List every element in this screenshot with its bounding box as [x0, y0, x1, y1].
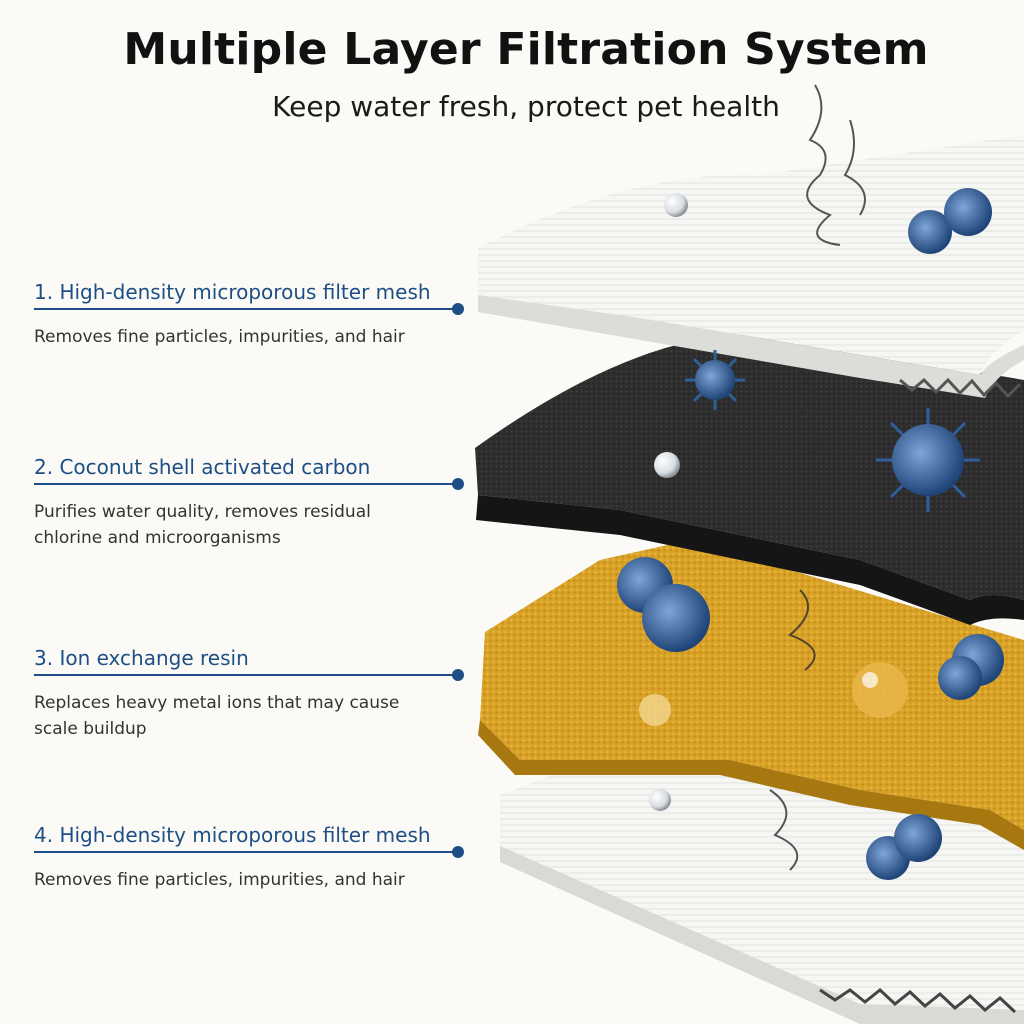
layer-1-label: 1. High-density microporous filter mesh … — [34, 280, 464, 350]
layer-4-label: 4. High-density microporous filter mesh … — [34, 823, 464, 893]
page-subtitle: Keep water fresh, protect pet health — [272, 90, 780, 123]
leader-dot — [452, 303, 464, 315]
layer-4-leader-line — [34, 846, 464, 858]
page-title: Multiple Layer Filtration System — [123, 24, 929, 75]
top-mesh-layer — [478, 135, 1024, 399]
layer-3-leader-line — [34, 669, 464, 681]
virus-icon — [685, 350, 980, 512]
layer-2-leader-line — [34, 478, 464, 490]
layer-2-label: 2. Coconut shell activated carbon Purifi… — [34, 455, 464, 551]
leader-dot — [452, 478, 464, 490]
layer-1-heading: 1. High-density microporous filter mesh — [34, 280, 431, 304]
layer-2-heading: 2. Coconut shell activated carbon — [34, 455, 371, 479]
resin-layer — [478, 540, 1024, 850]
carbon-layer — [475, 334, 1024, 625]
layer-3-heading: 3. Ion exchange resin — [34, 646, 249, 670]
layer-3-description: Replaces heavy metal ions that may cause… — [34, 693, 400, 739]
bacteria-icon — [617, 188, 1004, 880]
layer-2-description: Purifies water quality, removes residual… — [34, 502, 371, 548]
leader-dot — [452, 846, 464, 858]
water-droplet-icon — [639, 193, 908, 811]
layer-4-description: Removes fine particles, impurities, and … — [34, 870, 405, 890]
layer-4-heading: 4. High-density microporous filter mesh — [34, 823, 431, 847]
layer-3-label: 3. Ion exchange resin Replaces heavy met… — [34, 646, 464, 742]
leader-dot — [452, 669, 464, 681]
layer-1-leader-line — [34, 303, 464, 315]
water-splash-icon — [769, 84, 866, 871]
layer-1-description: Removes fine particles, impurities, and … — [34, 327, 405, 347]
